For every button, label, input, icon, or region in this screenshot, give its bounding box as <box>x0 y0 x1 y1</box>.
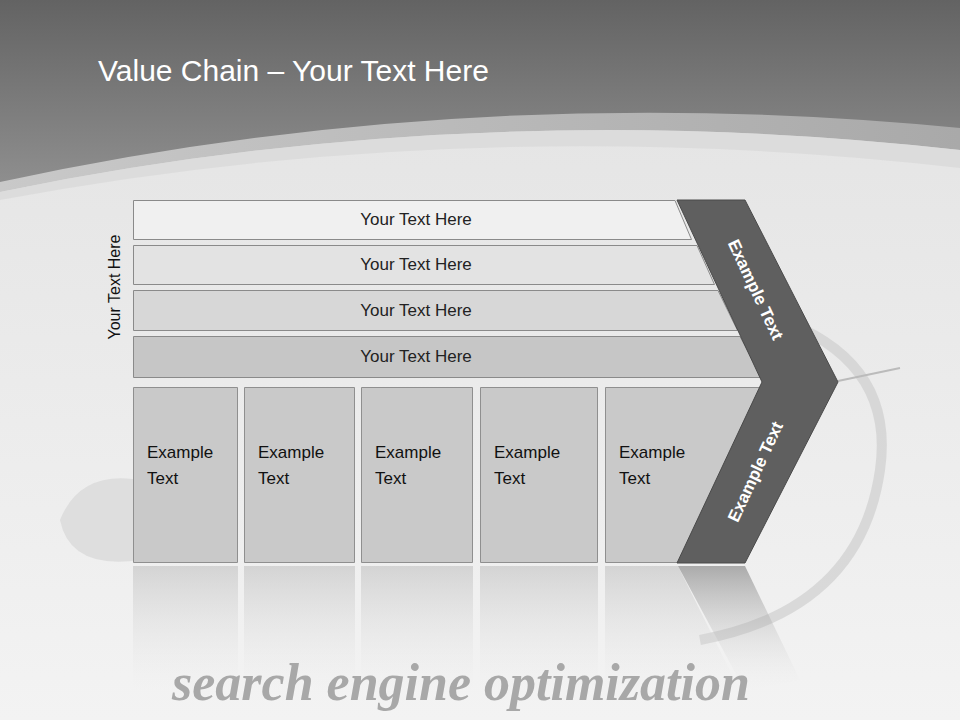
shape-fill <box>362 388 473 563</box>
margin-chevron: Example TextExample Text <box>677 200 838 563</box>
activity-box: Example Text <box>244 387 355 563</box>
shape-outline <box>677 200 838 563</box>
activity-box: Example Text <box>361 387 473 563</box>
shape-fill <box>481 388 598 563</box>
band-text: Your Text Here <box>133 200 699 240</box>
box-text: Example Text <box>133 387 229 492</box>
shape-fill <box>134 291 738 331</box>
shape-fill <box>134 246 715 285</box>
slide-title: Value Chain – Your Text Here <box>98 54 489 88</box>
box-text: Example Text <box>244 387 340 492</box>
shape-fill <box>677 200 838 563</box>
shape-fill <box>134 337 762 378</box>
shape-fill <box>134 388 238 563</box>
band-text: Your Text Here <box>133 245 699 285</box>
box-text: Example Text <box>480 387 576 492</box>
shape-fill <box>245 388 355 563</box>
box-text: Example Text <box>361 387 457 492</box>
box-text: Example Text <box>605 387 701 492</box>
axis-label: Your Text Here <box>106 235 124 340</box>
activity-band: Your Text Here <box>133 336 762 378</box>
band-text: Your Text Here <box>133 290 699 331</box>
band-text: Your Text Here <box>133 336 699 378</box>
activity-band: Your Text Here <box>133 290 738 331</box>
watermark: search engine optimization <box>172 655 750 711</box>
activity-box: Example Text <box>480 387 598 563</box>
activity-band: Your Text Here <box>133 200 692 240</box>
activity-box: Example Text <box>133 387 238 563</box>
activity-band: Your Text Here <box>133 245 715 285</box>
